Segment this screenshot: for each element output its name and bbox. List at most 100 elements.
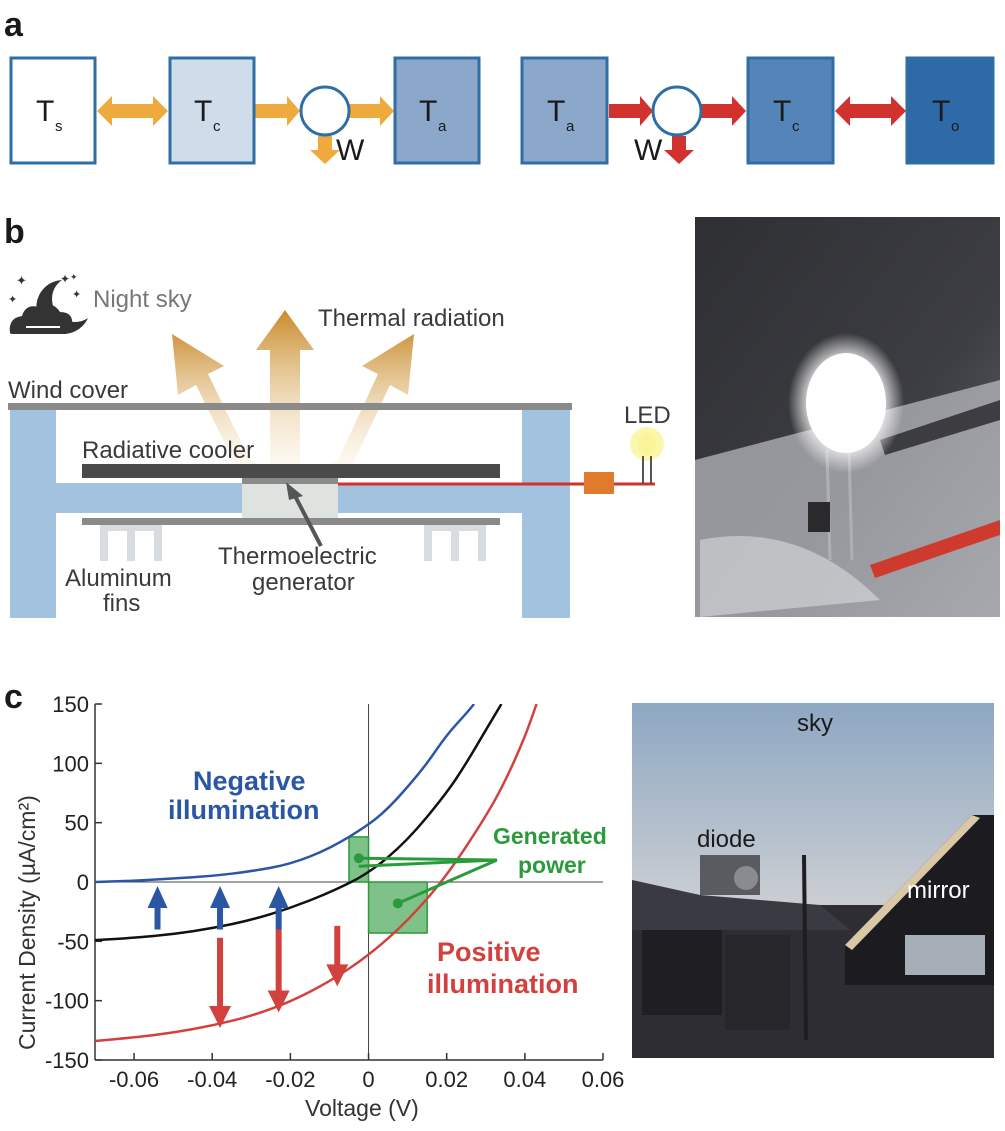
illumination-arrows — [147, 853, 498, 1028]
engine-circle — [299, 85, 351, 137]
x-tick-label: 0.06 — [582, 1067, 625, 1092]
svg-text:✦: ✦ — [8, 294, 17, 306]
arrow-down-icon — [664, 136, 694, 164]
diode-label: diode — [697, 826, 756, 853]
double-arrow-icon — [835, 96, 906, 126]
arrow-right-icon — [609, 96, 653, 126]
aluminum-fins-right — [424, 525, 486, 561]
resistor — [584, 472, 614, 494]
panel-label-a: a — [4, 6, 24, 44]
block-tc-main: T — [194, 95, 212, 128]
teg-pointer — [292, 493, 323, 547]
svg-text:✦: ✦ — [60, 272, 70, 286]
block-ts-sub: s — [55, 118, 63, 135]
teg-top-plate — [242, 478, 338, 484]
wind-cover — [8, 403, 572, 410]
y-tick-label: 50 — [65, 811, 89, 836]
night-sky-label: Night sky — [93, 286, 192, 313]
wind-cover-label: Wind cover — [8, 377, 128, 404]
y-tick-label: -150 — [45, 1048, 89, 1073]
positive-label-2: illumination — [427, 969, 579, 999]
x-tick-label: -0.02 — [265, 1067, 315, 1092]
arrow-down-icon — [310, 136, 340, 164]
block-ta-main: T — [419, 95, 437, 128]
x-tick-label: 0.02 — [425, 1067, 468, 1092]
x-tick-label: -0.04 — [187, 1067, 237, 1092]
y-tick-label: -50 — [57, 929, 89, 954]
radiation-arrows — [172, 310, 414, 470]
panel-label-b: b — [4, 213, 25, 251]
moon-cloud-icon: ✦ ✦ ✦ ✦ ✦ — [8, 272, 88, 334]
block-tc — [746, 56, 835, 165]
fins-label-1: Aluminum — [65, 565, 172, 592]
dark-curve — [95, 704, 503, 942]
arrow-up-icon — [147, 886, 168, 930]
sky-label: sky — [797, 710, 833, 737]
aluminum-fins-left — [100, 525, 162, 561]
generated-label-1: Generated — [493, 823, 607, 849]
negative-label-1: Negative — [193, 766, 306, 796]
mirror-label: mirror — [907, 877, 970, 904]
axis-ticks: -0.06 -0.04 -0.02 0 0.02 0.04 0.06 150 100 50 0 -50… — [45, 692, 624, 1092]
led-bulb-icon — [638, 432, 656, 456]
block-ta-sub: a — [566, 118, 575, 135]
positive-label-1: Positive — [437, 937, 541, 967]
block-ta — [393, 56, 481, 165]
teg-label-2: generator — [252, 569, 355, 596]
arrow-up-icon — [210, 886, 231, 930]
negative-illumination-curve — [95, 704, 476, 884]
iv-chart: -0.06 -0.04 -0.02 0 0.02 0.04 0.06 150 100 50 0 -50… — [14, 692, 624, 1121]
block-to-sub: o — [951, 118, 959, 135]
block-to-main: T — [932, 95, 950, 128]
block-tc-main: T — [773, 95, 791, 128]
generated-pointer-dot — [392, 898, 403, 909]
block-ta-sub: a — [438, 118, 447, 135]
y-tick-label: 0 — [77, 870, 89, 895]
x-axis-label: Voltage (V) — [305, 1095, 419, 1121]
svg-text:✦: ✦ — [16, 273, 27, 288]
plot-area — [95, 704, 538, 1043]
x-tick-label: -0.06 — [109, 1067, 159, 1092]
x-tick-label: 0 — [362, 1067, 374, 1092]
thermal-radiation-label: Thermal radiation — [318, 305, 505, 332]
arrow-right-icon — [348, 96, 394, 126]
generated-pointer-dot — [353, 853, 364, 864]
block-tc-sub: c — [792, 118, 800, 135]
generated-pointer-line — [397, 858, 498, 905]
teg-label-1: Thermoelectric — [218, 543, 377, 570]
double-arrow-icon — [97, 96, 168, 126]
radiation-arrow-right-icon — [312, 334, 414, 470]
led-label: LED — [624, 402, 671, 429]
work-label: W — [634, 134, 663, 167]
block-ts-main: T — [36, 95, 54, 128]
fins-label-2: fins — [103, 590, 140, 617]
pointer-head-icon — [286, 482, 303, 500]
block-tc-sub: c — [213, 118, 221, 135]
arrow-right-icon — [254, 96, 300, 126]
arrow-down-icon — [326, 925, 349, 987]
svg-text:✦: ✦ — [70, 272, 78, 282]
negative-label-2: illumination — [168, 795, 320, 825]
block-tc — [168, 56, 256, 165]
x-tick-label: 0.04 — [503, 1067, 546, 1092]
arrow-down-icon — [267, 929, 290, 1013]
block-to — [905, 56, 995, 165]
arrow-right-icon — [701, 96, 746, 126]
y-tick-label: -100 — [45, 989, 89, 1014]
panel-label-c: c — [4, 678, 23, 716]
device-schematic — [8, 403, 664, 618]
block-ta-main: T — [547, 95, 565, 128]
heat-flow-left: W T s T c T a — [9, 56, 481, 167]
led-photo — [695, 217, 1000, 617]
generated-pointer-line — [358, 858, 498, 868]
block-ts — [9, 56, 97, 165]
radiative-cooler-label: Radiative cooler — [82, 437, 254, 464]
arrow-up-icon — [268, 886, 289, 930]
generated-label-2: power — [518, 852, 586, 878]
y-tick-label: 100 — [52, 751, 89, 776]
radiation-arrow-left-icon — [172, 334, 276, 470]
y-tick-label: 150 — [52, 692, 89, 717]
work-label: W — [336, 134, 365, 167]
radiation-arrow-up-icon — [256, 310, 314, 470]
